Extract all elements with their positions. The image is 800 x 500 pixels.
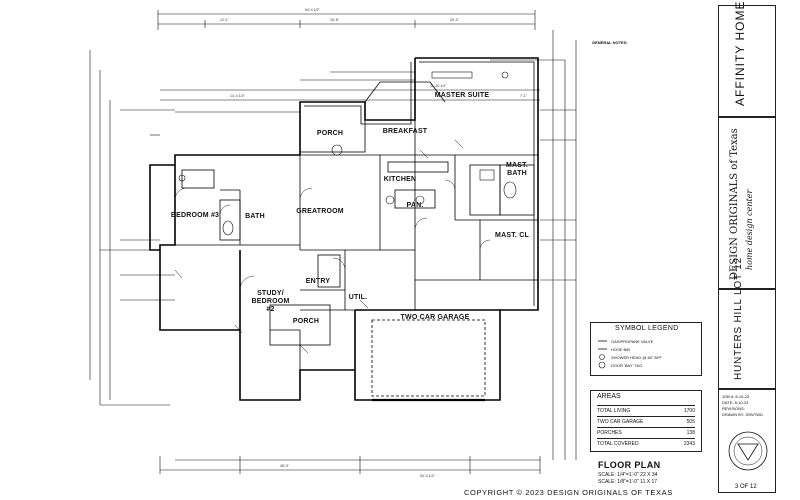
room-two-car-garage: TWO CAR GARAGE [400, 314, 470, 321]
room-utility: UTIL. [348, 294, 368, 301]
areas-label: TOTAL LIVING [597, 408, 631, 414]
legend-item: SHOWER HEAD @ 80" AFF [611, 355, 662, 360]
areas-value: 1700 [683, 408, 695, 414]
general-notes-title: GENERAL NOTES: [592, 40, 628, 45]
svg-text:7'-1": 7'-1" [520, 94, 528, 98]
room-greatroom: GREATROOM [296, 208, 344, 215]
svg-text:54'-4 1/2": 54'-4 1/2" [305, 8, 321, 12]
room-entry: ENTRY [305, 278, 331, 285]
floor-plan-scale: SCALE: 1/8"=1'-0" 11 X 17 [598, 479, 658, 485]
areas-value: 2343 [683, 441, 695, 447]
symbol-legend-title: SYMBOL LEGEND [615, 325, 679, 332]
legend-symbols-icon [598, 340, 607, 369]
room-mast-bath: MAST. BATH [506, 162, 528, 177]
floor-plan-title: FLOOR PLAN [598, 460, 661, 470]
areas-row: TOTAL COVERED 2343 [597, 438, 695, 449]
svg-text:16'-6": 16'-6" [330, 18, 340, 22]
room-porch-front: PORCH [292, 318, 320, 325]
revisions: REVISIONS: [722, 406, 745, 411]
legend-item: HOSE BIB [611, 347, 630, 352]
legend-item: DOOR 'BAY' TAG [611, 363, 643, 368]
areas-label: PORCHES [597, 430, 622, 436]
areas-table: AREAS TOTAL LIVING 1700 TWO CAR GARAGE 5… [590, 390, 702, 452]
room-bath: BATH [245, 213, 265, 220]
job-number: JOB #: 8-10-23 [722, 394, 750, 399]
svg-text:48'-0": 48'-0" [280, 464, 290, 468]
areas-row: PORCHES 138 [597, 427, 695, 438]
svg-text:12'-1": 12'-1" [220, 18, 230, 22]
areas-title: AREAS [597, 393, 621, 400]
floor-plan-scale: SCALE: 1/4"=1'-0" 22 X 34 [598, 472, 658, 478]
room-study: STUDY/ BEDROOM #2 [251, 290, 290, 313]
symbol-legend: SYMBOL LEGEND GAS/PROPANE VALVE HOSE BIB… [590, 322, 702, 376]
room-porch-rear: PORCH [316, 130, 344, 137]
areas-row: TWO CAR GARAGE 505 [597, 416, 695, 427]
client-name: AFFINITY HOMES [733, 0, 747, 106]
room-bedroom-3: BEDROOM #3 [170, 212, 220, 219]
svg-text:54'-4 1/2": 54'-4 1/2" [420, 474, 436, 478]
room-kitchen: KITCHEN [383, 176, 417, 183]
svg-text:11'-10 1/2": 11'-10 1/2" [430, 84, 447, 88]
title-block-client-cell: AFFINITY HOMES [718, 0, 776, 117]
title-block-info-cell: JOB #: 8-10-23 DATE: 8-10-23 REVISIONS: … [718, 389, 776, 493]
copyright: COPYRIGHT © 2023 DESIGN ORIGINALS OF TEX… [464, 488, 673, 497]
areas-value: 505 [686, 419, 695, 425]
drawn-by: DRAWN BY: JEB/TWD [722, 412, 763, 417]
room-mast-cl: MAST. CL [495, 232, 529, 239]
room-breakfast: BREAKFAST [382, 128, 428, 135]
areas-value: 138 [686, 430, 695, 436]
firm-subtitle: home design center [745, 189, 754, 270]
date: DATE: 8-10-23 [722, 400, 749, 405]
legend-item: GAS/PROPANE VALVE [611, 339, 654, 344]
sheet-number: 3 OF 12 [735, 484, 757, 490]
title-block-project-cell: HUNTERS HILL LOT 12 [718, 257, 776, 389]
project-name: HUNTERS HILL LOT 12 [733, 256, 744, 380]
areas-label: TOTAL COVERED [597, 441, 639, 447]
svg-text:20'-2": 20'-2" [450, 18, 460, 22]
areas-row: TOTAL LIVING 1700 [597, 405, 695, 416]
title-block-firm-cell: DESIGN ORIGINALS of Texas home design ce… [718, 117, 776, 289]
svg-text:14'-4 1/2": 14'-4 1/2" [230, 94, 246, 98]
general-notes: GENERAL NOTES: [592, 40, 705, 380]
areas-label: TWO CAR GARAGE [597, 419, 644, 425]
seal-icon [728, 431, 768, 471]
room-master-suite: MASTER SUITE [434, 92, 490, 99]
room-pantry: PAN. [406, 202, 424, 209]
title-block: AFFINITY HOMES DESIGN ORIGINALS of Texas… [718, 0, 776, 493]
